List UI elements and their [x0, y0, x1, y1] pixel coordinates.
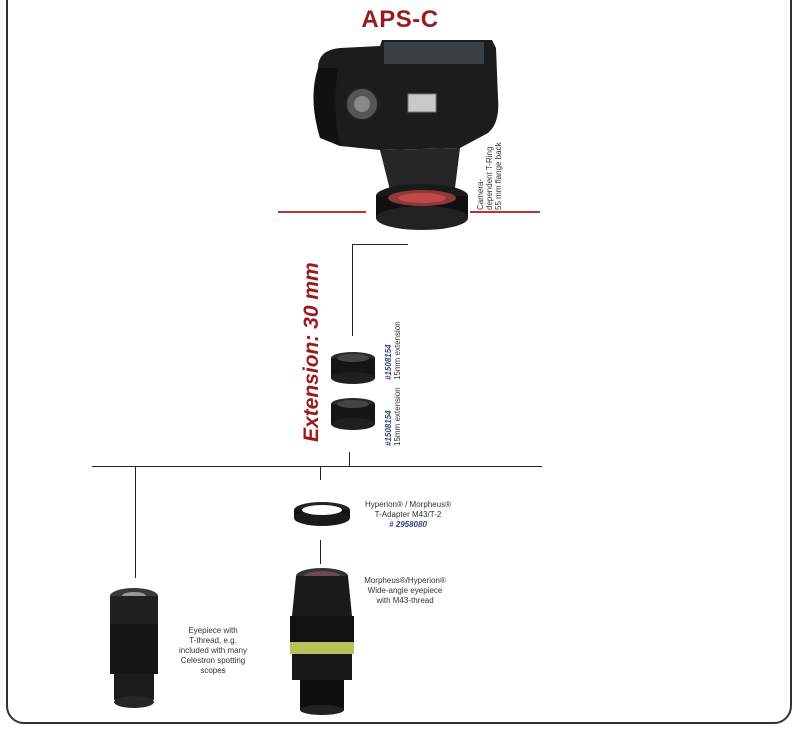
- sensor-plane-line-right: [470, 211, 540, 213]
- t-adapter-ring: [294, 502, 350, 526]
- diagram-frame: [6, 0, 792, 724]
- connector-top-horizontal: [352, 244, 408, 245]
- extension-ring-top-label: #1508154 15mm extension: [384, 321, 402, 380]
- t-eyepiece-caption: Eyepiece with T-thread, e.g. included wi…: [178, 626, 248, 675]
- camera-illustration: [313, 40, 499, 230]
- wide-eyepiece-caption: Morpheus®/Hyperion® Wide-angle eyepiece …: [364, 576, 446, 605]
- t-ring-label: Camera- dependent T-Ring 55 mm flange ba…: [476, 142, 503, 210]
- branch-horizontal-line: [92, 466, 542, 467]
- connector-top-vertical: [352, 244, 353, 336]
- sensor-plane-line-left: [278, 211, 366, 213]
- t-thread-eyepiece: [110, 588, 158, 708]
- wide-angle-eyepiece: [290, 568, 354, 715]
- branch-center-vertical: [320, 466, 321, 480]
- connector-lower-vertical: [320, 540, 321, 564]
- extension-ring-top: [331, 352, 375, 384]
- t-adapter-caption: Hyperion® / Morpheus® T-Adapter M43/T-2 …: [364, 500, 452, 529]
- extension-ring-bottom-label: #1508154 15mm extension: [384, 387, 402, 446]
- connector-mid-vertical: [349, 452, 350, 467]
- extension-label: Extension: 30 mm: [300, 262, 323, 442]
- page-title: APS-C: [361, 6, 439, 33]
- branch-left-vertical: [135, 466, 136, 578]
- extension-ring-bottom: [331, 398, 375, 430]
